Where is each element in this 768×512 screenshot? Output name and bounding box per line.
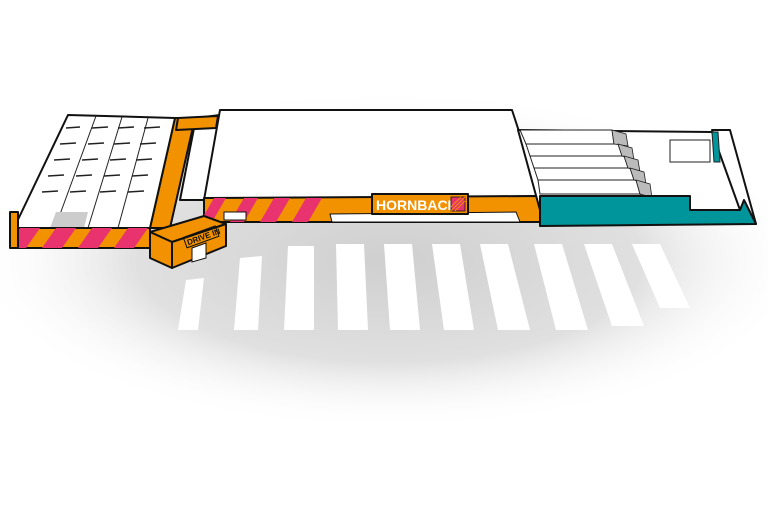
hatched-square-icon: [450, 196, 466, 212]
parking-lot: [178, 244, 690, 330]
brand-label: HORNBACH: [376, 197, 458, 213]
drive-in-booth: DRIVE IN: [149, 215, 227, 269]
main-store: HORNBACH: [203, 109, 541, 223]
hornbach-logo: HORNBACH: [371, 193, 469, 215]
garden-center: [517, 129, 757, 227]
entrance-door: [223, 211, 247, 221]
